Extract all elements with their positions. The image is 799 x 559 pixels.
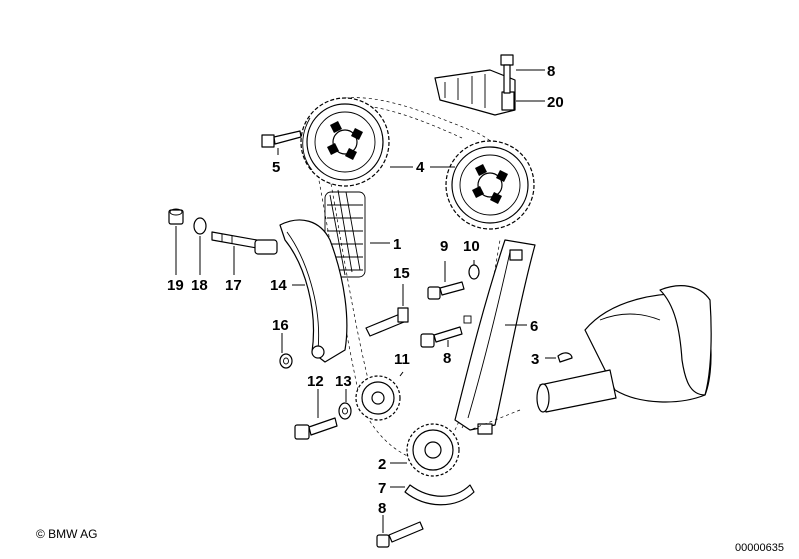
camshaft-sprocket-exhaust — [445, 140, 535, 230]
seal-ring-18 — [193, 217, 207, 235]
crankshaft-sprocket-2 — [406, 423, 460, 477]
sprocket-11 — [355, 375, 401, 421]
label-7: 7 — [378, 480, 386, 497]
callout-labels: 8 20 5 4 1 9 10 15 19 18 17 14 16 6 3 8 … — [167, 63, 564, 517]
label-19: 19 — [167, 277, 184, 294]
bolt-8-top — [500, 54, 514, 94]
label-3: 3 — [531, 351, 539, 368]
bolt-12 — [294, 417, 338, 440]
washer-13 — [338, 402, 352, 420]
label-9: 9 — [440, 238, 448, 255]
label-6: 6 — [530, 318, 538, 335]
label-1: 1 — [393, 236, 401, 253]
guide-rail-6 — [454, 239, 536, 435]
leader-lines — [175, 69, 556, 533]
upper-chain-guide-20 — [434, 69, 516, 116]
screw-plug-19 — [168, 208, 184, 225]
washer-16 — [279, 353, 293, 369]
label-12: 12 — [307, 373, 324, 390]
camshaft-sprocket-intake — [300, 97, 390, 187]
chain-tensioner-17 — [211, 231, 278, 255]
label-11: 11 — [394, 351, 410, 368]
copyright-notice: © BMW AG — [36, 527, 98, 541]
label-18: 18 — [191, 277, 208, 294]
label-8-top: 8 — [547, 63, 555, 80]
label-2: 2 — [378, 456, 386, 473]
label-10: 10 — [463, 238, 480, 255]
woodruff-key-3 — [557, 352, 573, 363]
crankshaft — [469, 285, 712, 431]
label-17: 17 — [225, 277, 242, 294]
bolt-8-bottom — [376, 521, 424, 548]
label-8-bottom: 8 — [378, 500, 386, 517]
bolt-5 — [261, 130, 302, 148]
washer-10 — [468, 264, 480, 280]
bolt-8-middle — [420, 315, 472, 348]
label-5: 5 — [272, 159, 280, 176]
bolt-9 — [427, 281, 465, 300]
label-14: 14 — [270, 277, 287, 294]
label-16: 16 — [272, 317, 289, 334]
label-20: 20 — [547, 94, 564, 111]
document-number: 00000635 — [735, 542, 784, 554]
pin-15 — [365, 307, 409, 337]
label-13: 13 — [335, 373, 352, 390]
label-15: 15 — [393, 265, 410, 282]
tensioner-rail-14 — [279, 219, 348, 363]
lower-guide-7 — [404, 484, 475, 506]
label-4: 4 — [416, 159, 425, 176]
label-8-mid: 8 — [443, 350, 451, 367]
